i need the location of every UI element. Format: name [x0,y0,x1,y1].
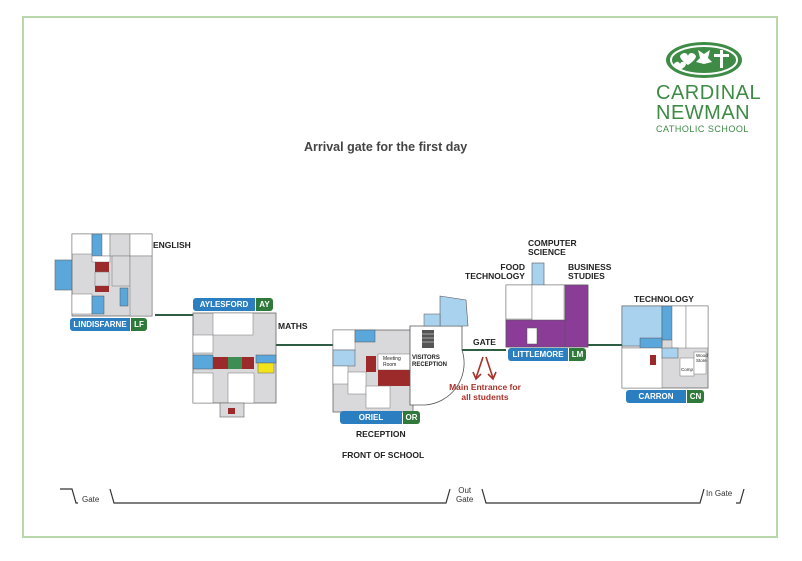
building-technology [621,305,709,389]
building-maths [192,312,277,418]
house-code: AY [256,298,273,311]
house-code: LM [569,348,586,361]
label-business-studies: BUSINESS STUDIES [568,262,612,282]
building-littlemore [505,262,589,348]
house-name: LITTLEMORE [508,348,568,361]
boundary-line [60,488,745,504]
house-badge-carron: CARRON CN [626,390,704,403]
house-name: CARRON [626,390,686,403]
label-visitors-reception: VISITORS RECEPTION [412,355,448,368]
house-code: LF [131,318,147,331]
label-comp: Comp [681,367,694,372]
label-reception: RECEPTION [356,429,406,439]
gate-left-label: Gate [82,495,100,504]
label-english: ENGLISH [153,240,191,250]
label-food-technology: FOOD TECHNOLOGY [465,262,525,282]
entrance-arrows [472,356,497,381]
building-reception [332,295,469,413]
house-badge-lindisfarne: LINDISFARNE LF [70,318,147,331]
crest-icon [666,42,742,78]
main-entrance-label: Main Entrance for all students [449,382,521,402]
label-maths: MATHS [278,321,308,331]
label-wood-store: Wood Store [696,353,708,363]
house-code: CN [687,390,704,403]
out-gate-label: Out Gate [456,486,474,504]
in-gate-label: In Gate [706,489,733,498]
label-computer-science: COMPUTER SCIENCE [528,238,577,258]
label-meeting-room: Meeting Room [383,356,401,368]
logo-line3: CATHOLIC SCHOOL [656,124,749,134]
house-name: AYLESFORD [193,298,255,311]
logo-line1: CARDINAL [656,82,762,104]
map-title: Arrival gate for the first day [304,140,468,154]
label-technology: TECHNOLOGY [634,294,694,304]
building-english [54,233,153,317]
house-badge-littlemore: LITTLEMORE LM [508,348,586,361]
walkway-path [155,314,622,351]
house-name: ORIEL [340,411,402,424]
house-badge-aylesford: AYLESFORD AY [193,298,273,311]
label-front-of-school: FRONT OF SCHOOL [342,450,425,460]
house-code: OR [403,411,420,424]
logo-line2: NEWMAN [656,102,751,124]
house-badge-oriel: ORIEL OR [340,411,420,424]
school-logo: CARDINAL NEWMAN CATHOLIC SCHOOL [650,38,762,140]
house-name: LINDISFARNE [70,318,130,331]
label-gate: GATE [473,337,496,347]
